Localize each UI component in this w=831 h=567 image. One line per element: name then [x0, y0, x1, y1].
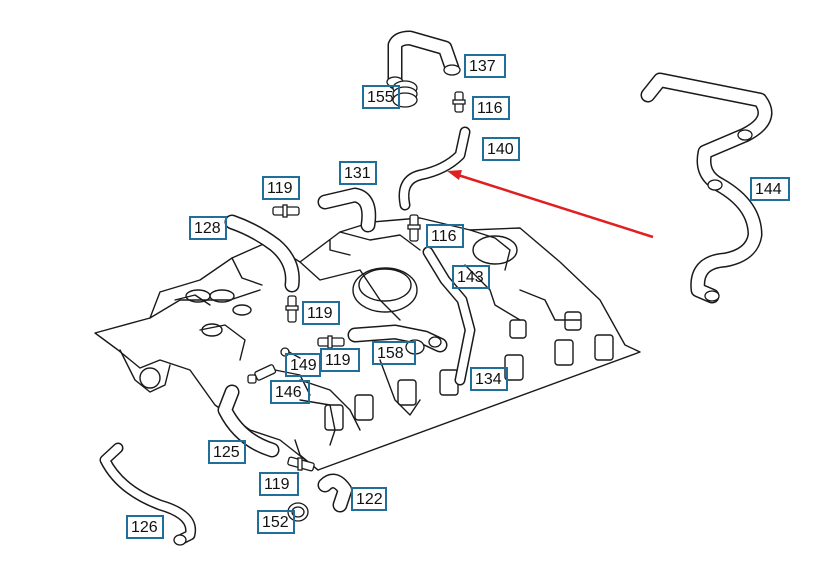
callout-128: 128	[189, 216, 227, 240]
callout-119-c: 119	[320, 348, 360, 372]
intake-manifold	[94, 217, 641, 471]
callout-152: 152	[257, 510, 295, 534]
callout-125: 125	[208, 440, 246, 464]
hose-144	[640, 72, 773, 304]
connector-116-top	[452, 91, 466, 113]
callout-126: 126	[126, 515, 164, 539]
hose-140	[398, 126, 471, 211]
hose-128	[224, 214, 300, 293]
callout-149: 149	[285, 353, 321, 377]
hose-137	[386, 30, 461, 90]
red-arrow-indicator	[447, 170, 654, 239]
callout-137: 137	[464, 54, 506, 78]
callout-116-top: 116	[472, 96, 510, 120]
callout-119-b: 119	[302, 301, 340, 325]
callout-119-d: 119	[259, 472, 299, 496]
hose-143	[422, 246, 476, 386]
hose-131	[317, 187, 377, 233]
callout-144: 144	[750, 177, 790, 201]
part-146	[247, 364, 277, 384]
callout-143: 143	[452, 265, 490, 289]
connector-119-c	[317, 335, 345, 349]
callout-158: 158	[372, 341, 416, 365]
callout-140: 140	[482, 137, 520, 161]
hose-126	[99, 442, 197, 546]
callout-122: 122	[351, 487, 387, 511]
connector-116-mid	[407, 214, 421, 242]
connector-119-d	[287, 456, 315, 472]
callout-146: 146	[270, 380, 310, 404]
connector-119-a	[272, 204, 300, 218]
callout-134: 134	[470, 367, 508, 391]
callout-116-mid: 116	[426, 224, 464, 248]
callout-155: 155	[362, 85, 400, 109]
connector-119-b	[285, 295, 299, 323]
hose-125	[217, 384, 280, 458]
elbow-122	[317, 473, 353, 513]
callout-119-a: 119	[262, 176, 300, 200]
callout-131: 131	[339, 161, 377, 185]
